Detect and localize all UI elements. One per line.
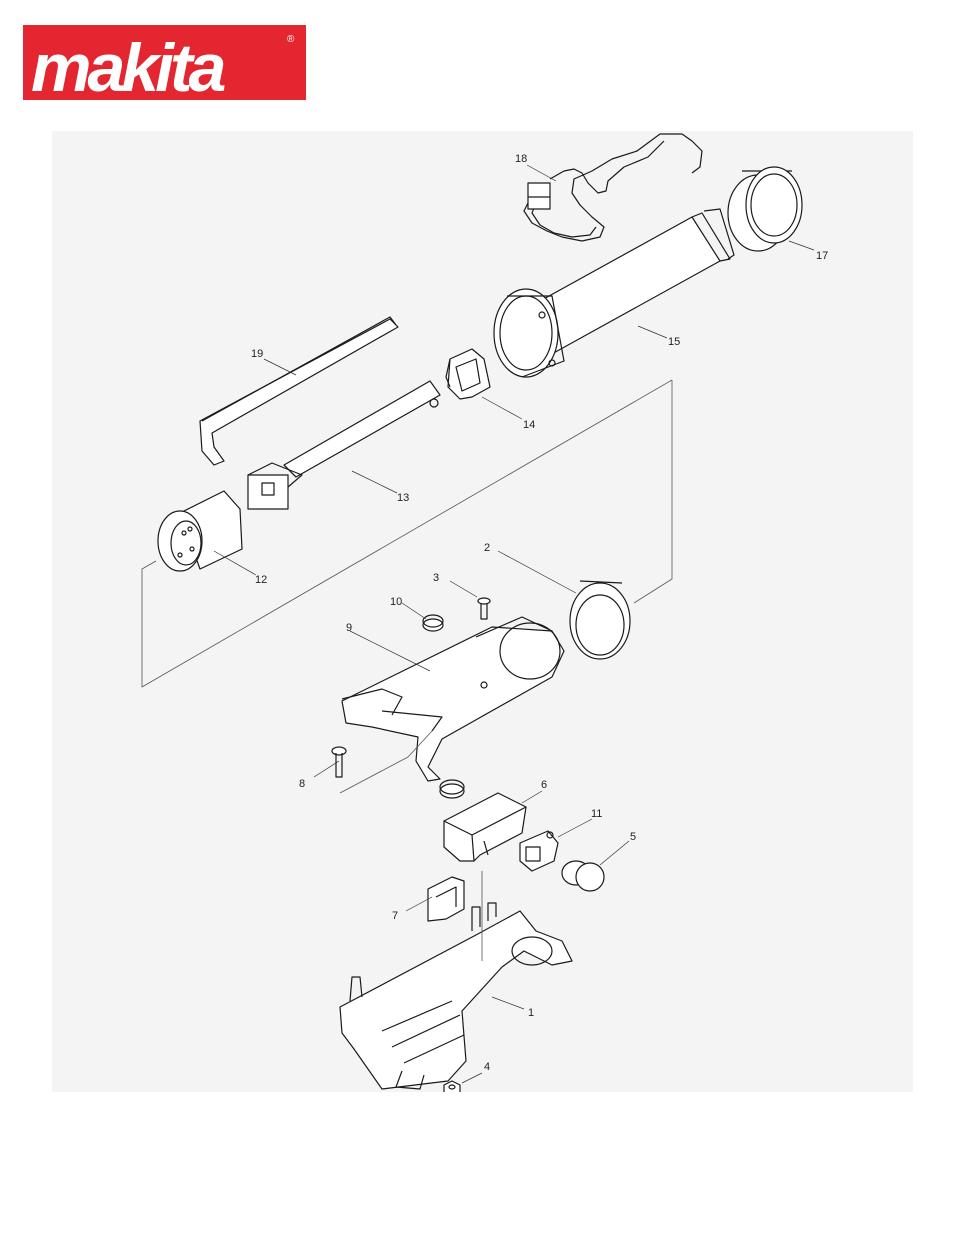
part-ring-lower <box>440 780 464 798</box>
part-6-coupling <box>446 349 490 399</box>
label-part-15: 9 <box>346 622 352 634</box>
part-8-end-cap <box>728 167 802 251</box>
part-3-switch <box>520 831 558 871</box>
part-7-main-tube <box>494 209 734 377</box>
label-part-7: 15 <box>668 336 680 348</box>
part-2-knob <box>562 861 604 891</box>
label-part-10: 2 <box>484 542 490 554</box>
label-part-12: 6 <box>541 779 547 791</box>
part-15-top-housing <box>342 617 564 781</box>
part-19-cover-shell <box>200 317 398 465</box>
part-5-element-assembly <box>248 381 440 509</box>
label-part-17: 4 <box>484 1061 490 1073</box>
part-11-screw <box>478 598 490 619</box>
label-part-4: 12 <box>255 574 267 586</box>
part-1-bottom-housing <box>340 903 572 1089</box>
label-part-13: 7 <box>392 910 398 922</box>
label-part-5: 13 <box>397 492 409 504</box>
label-part-9: 18 <box>515 153 527 165</box>
registered-mark: ® <box>287 34 295 45</box>
label-part-18: 10 <box>390 596 402 608</box>
label-part-14: 8 <box>299 778 305 790</box>
part-13-terminal-clip <box>428 877 464 921</box>
label-part-11: 3 <box>433 572 439 584</box>
logo-wordmark: makita <box>31 30 225 100</box>
label-part-8: 17 <box>816 250 828 262</box>
part-9-wire-clip <box>524 134 702 241</box>
part-10-split-ring <box>570 581 630 659</box>
label-part-2: 5 <box>630 831 636 843</box>
part-17-nut <box>444 1081 460 1092</box>
part-12-bracket <box>444 793 526 861</box>
makita-logo: makita ® <box>23 25 306 100</box>
label-part-3: 11 <box>591 808 602 820</box>
part-14-screw <box>332 747 346 777</box>
part-4-end-housing <box>158 491 242 571</box>
label-part-1: 1 <box>528 1007 534 1019</box>
exploded-parts-diagram: 18 17 15 14 19 13 12 2 3 10 9 8 6 11 5 7… <box>52 131 913 1092</box>
label-part-19: 19 <box>251 348 263 360</box>
label-part-6: 14 <box>523 419 535 431</box>
part-18-ring <box>423 615 443 631</box>
